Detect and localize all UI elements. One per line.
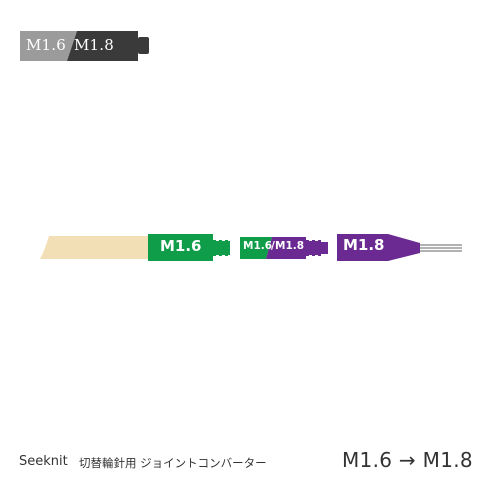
size-badge: M1.6 M1.8: [20, 31, 150, 61]
product-description: 切替輪針用 ジョイントコンバーター: [79, 456, 267, 470]
size-conversion-text: M1.6 → M1.8: [342, 448, 473, 472]
converter-thread: [306, 240, 328, 256]
green-thread: [213, 240, 230, 256]
badge-left-label: M1.6: [26, 36, 67, 54]
badge-screw-end: [138, 37, 149, 54]
badge-right-segment: [67, 31, 138, 61]
converter-purple-part: [266, 237, 306, 259]
green-needle-ferrule: [148, 234, 213, 261]
cable-tip-label: M1.8: [343, 236, 385, 254]
converter-slash: /: [271, 240, 275, 252]
purple-cable-tip: [337, 234, 420, 261]
brand-name: Seeknit: [19, 454, 68, 469]
converter-right-label: M1.8: [275, 240, 305, 252]
badge-right-label: M1.8: [74, 36, 115, 54]
converter-illustration-drawing: [40, 234, 462, 261]
wooden-needle-body: [40, 236, 148, 259]
product-caption: Seeknit 切替輪針用 ジョイントコンバーター M1.6 → M1.8: [19, 448, 494, 478]
converter-left-label: M1.6: [243, 240, 273, 252]
badge-left-segment: [20, 31, 77, 61]
needle-size-label: M1.6: [160, 237, 202, 255]
converter-green-part: [240, 237, 272, 259]
converter-illustration: M1.6 M1.6 / M1.8 M1.8: [0, 228, 500, 268]
size-badge-shape: [20, 31, 149, 61]
